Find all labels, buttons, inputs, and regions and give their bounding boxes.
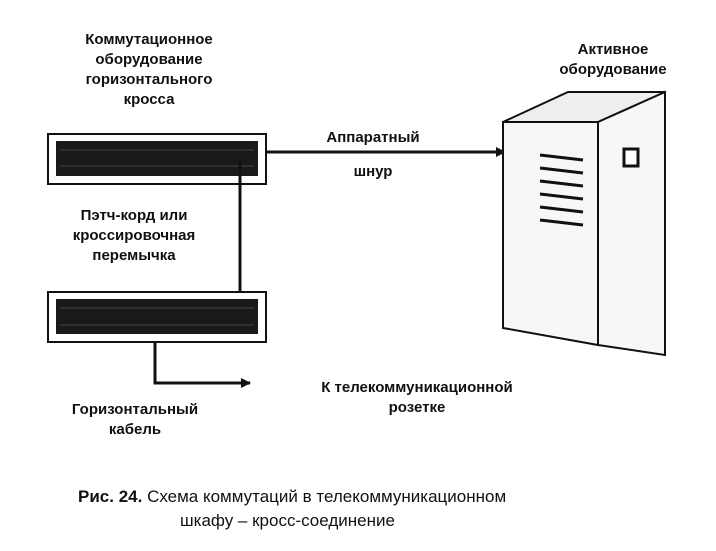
horizontal-cable-label: Горизонтальный кабель xyxy=(71,401,199,438)
patch-cord-label: Пэтч-корд или кроссировочная перемычка xyxy=(72,207,196,264)
figure-caption-line1: Рис. 24. Схема коммутаций в телекоммуник… xyxy=(78,486,506,508)
horizontal-cable-line xyxy=(153,342,251,388)
to-outlet-label: К телекоммуникационной розетке xyxy=(321,379,513,416)
horizontal-cross-equipment-label: Коммутационное оборудование горизонтальн… xyxy=(85,31,213,108)
bottom-patch-panel xyxy=(47,291,267,343)
figure-number: Рис. 24. xyxy=(78,487,143,506)
active-equipment-cabinet xyxy=(502,90,666,357)
top-patch-panel xyxy=(47,133,267,185)
figure-caption-text: Схема коммутаций в телекоммуникационном xyxy=(147,487,507,506)
figure-caption-line2: шкафу – кросс-соединение xyxy=(180,511,395,530)
equipment-cord-label: Аппаратный шнур xyxy=(326,129,420,180)
active-equipment-label: Активное оборудование xyxy=(559,41,667,78)
